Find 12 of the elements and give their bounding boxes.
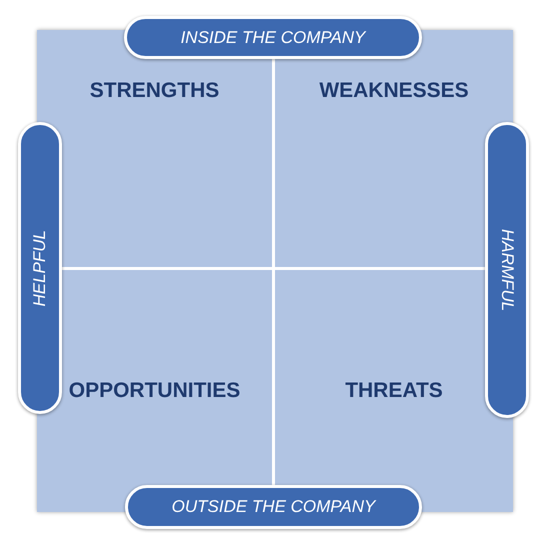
- axis-label: HARMFUL: [497, 228, 517, 312]
- axis-label: HELPFUL: [30, 230, 50, 306]
- quadrant-title: THREATS: [345, 379, 443, 403]
- side-pill: [18, 122, 62, 414]
- quadrant-title: STRENGTHS: [90, 79, 220, 103]
- heading-pill: [125, 485, 422, 529]
- quadrant-title: WEAKNESSES: [319, 79, 469, 103]
- axis-label: INSIDE THE COMPANY: [180, 28, 366, 48]
- axis-label: OUTSIDE THE COMPANY: [172, 497, 376, 517]
- heading-pill: [124, 16, 422, 59]
- side-pill: [485, 122, 529, 418]
- quadrant-title: OPPORTUNITIES: [68, 379, 240, 403]
